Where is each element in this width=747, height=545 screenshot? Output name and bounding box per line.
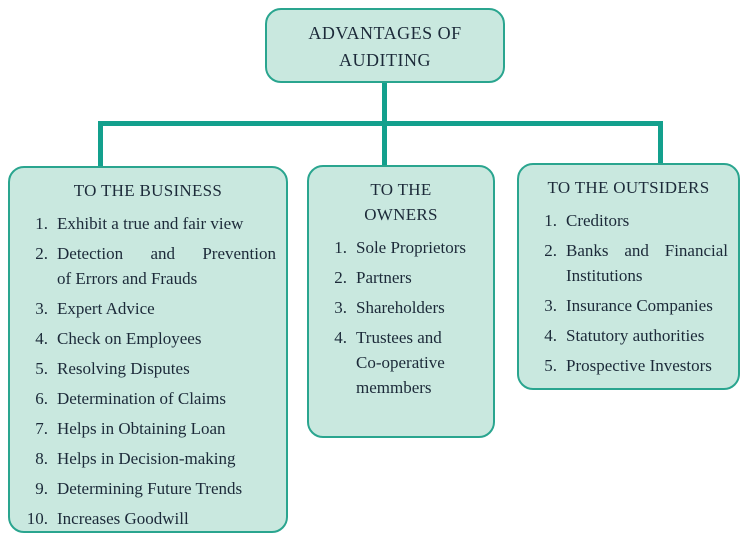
connector-stem bbox=[382, 83, 387, 123]
node-to-the-outsiders: TO THE OUTSIDERS 1. Creditors 2. Banks a… bbox=[517, 163, 740, 390]
list-item: 3. Expert Advice bbox=[20, 296, 276, 321]
item-number: 3. bbox=[544, 296, 557, 315]
item-text: Statutory authorities bbox=[566, 326, 705, 345]
item-number: 4. bbox=[544, 326, 557, 345]
item-text: Prospective Investors bbox=[566, 356, 712, 375]
list-item: 6. Determination of Claims bbox=[20, 386, 276, 411]
item-number: 6. bbox=[35, 389, 48, 408]
item-text: Shareholders bbox=[356, 298, 445, 317]
list-item: 1. Creditors bbox=[529, 208, 728, 233]
item-text: Insurance Companies bbox=[566, 296, 713, 315]
item-text: Expert Advice bbox=[57, 299, 155, 318]
list-item: 4. Statutory authorities bbox=[529, 323, 728, 348]
item-number: 9. bbox=[35, 479, 48, 498]
item-text: Increases Goodwill bbox=[57, 509, 189, 528]
item-text: Resolving Disputes bbox=[57, 359, 190, 378]
node-to-the-owners: TO THE OWNERS 1. Sole Proprietors 2. Par… bbox=[307, 165, 495, 438]
item-number: 5. bbox=[544, 356, 557, 375]
item-text: Determination of Claims bbox=[57, 389, 227, 408]
list-item: 4. Check on Employees bbox=[20, 326, 276, 351]
list-item: 2. Partners bbox=[319, 265, 483, 290]
item-text: Sole Proprietors bbox=[356, 238, 467, 257]
branch-title: TO THE OUTSIDERS bbox=[547, 178, 710, 197]
item-text: Detection and Prevention of Errors and Fr… bbox=[57, 241, 276, 291]
item-number: 1. bbox=[544, 211, 557, 230]
item-number: 2. bbox=[334, 268, 347, 287]
list-item: 5. Resolving Disputes bbox=[20, 356, 276, 381]
item-text-second-line: of Errors and Frauds bbox=[57, 269, 198, 288]
item-number: 4. bbox=[334, 328, 347, 347]
item-text-second-line: Institutions bbox=[566, 266, 643, 285]
connector-drop-middle bbox=[382, 124, 387, 165]
root-title: ADVANTAGES OF AUDITING bbox=[308, 22, 462, 70]
list-item: 7. Helps in Obtaining Loan bbox=[20, 416, 276, 441]
list-item: 2. Detection and Prevention of Errors and… bbox=[20, 241, 276, 291]
branch-title: TO THE OWNERS bbox=[364, 180, 438, 224]
list-item: 4. Trustees and Co-operative memmbers bbox=[319, 325, 483, 400]
connector-drop-left bbox=[98, 124, 103, 166]
list-item: 3. Insurance Companies bbox=[529, 293, 728, 318]
item-text: Trustees and Co-operative memmbers bbox=[356, 328, 445, 397]
list-item: 1. Exhibit a true and fair view bbox=[20, 211, 276, 236]
item-text: Check on Employees bbox=[57, 329, 202, 348]
node-advantages-of-auditing: ADVANTAGES OF AUDITING bbox=[265, 8, 505, 83]
branch-title: TO THE BUSINESS bbox=[73, 181, 223, 200]
list-item: 10. Increases Goodwill bbox=[20, 506, 276, 531]
item-number: 2. bbox=[35, 244, 48, 263]
item-number: 4. bbox=[35, 329, 48, 348]
connector-horizontal bbox=[98, 121, 663, 126]
item-number: 3. bbox=[334, 298, 347, 317]
list-item: 9. Determining Future Trends bbox=[20, 476, 276, 501]
list-item: 5. Prospective Investors bbox=[529, 353, 728, 378]
item-text: Helps in Decision-making bbox=[57, 449, 236, 468]
list-item: 8. Helps in Decision-making bbox=[20, 446, 276, 471]
item-number: 3. bbox=[35, 299, 48, 318]
connector-drop-right bbox=[658, 124, 663, 163]
item-text: Exhibit a true and fair view bbox=[57, 214, 244, 233]
list-item: 3. Shareholders bbox=[319, 295, 483, 320]
item-number: 8. bbox=[35, 449, 48, 468]
item-text: Helps in Obtaining Loan bbox=[57, 419, 226, 438]
item-number: 1. bbox=[35, 214, 48, 233]
item-text: Creditors bbox=[566, 211, 630, 230]
item-text: Partners bbox=[356, 268, 412, 287]
item-text: Determining Future Trends bbox=[57, 479, 243, 498]
item-text-justified-line: Detection and Prevention bbox=[57, 244, 276, 263]
item-number: 7. bbox=[35, 419, 48, 438]
item-number: 1. bbox=[334, 238, 347, 257]
list-item: 1. Sole Proprietors bbox=[319, 235, 483, 260]
item-text-justified-line: Banks and Financial bbox=[566, 241, 728, 260]
item-number: 10. bbox=[26, 509, 48, 528]
item-number: 5. bbox=[35, 359, 48, 378]
node-to-the-business: TO THE BUSINESS 1. Exhibit a true and fa… bbox=[8, 166, 288, 533]
item-number: 2. bbox=[544, 241, 557, 260]
